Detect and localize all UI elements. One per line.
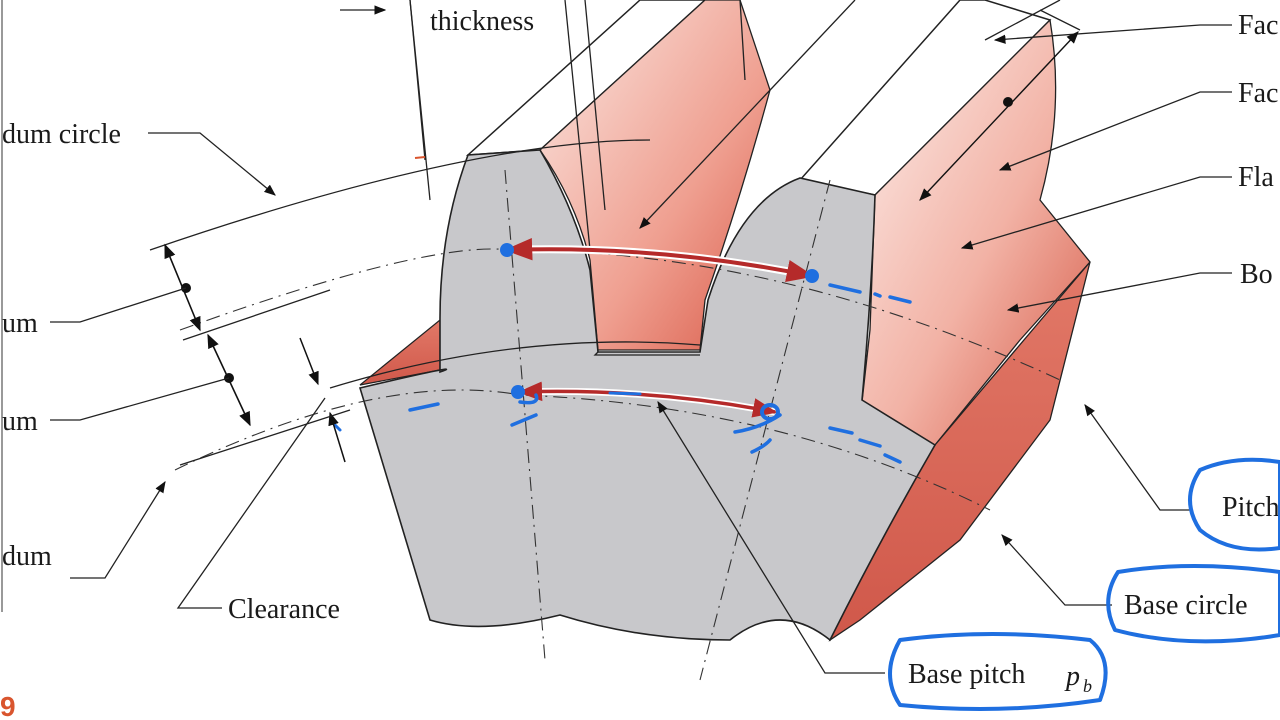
face-leader: [998, 91, 1232, 171]
pitch-point-left: [500, 243, 514, 257]
label-face-width: Fac: [1238, 10, 1278, 41]
label-dedendum: um: [2, 406, 38, 437]
label-pitch-circle: Pitch: [1222, 492, 1280, 523]
base-point-left: [511, 385, 525, 399]
page-number-fragment: 9: [0, 691, 16, 720]
label-dedendum-circle: dum: [2, 541, 52, 572]
label-base-pitch-subscript: b: [1083, 676, 1092, 696]
label-base-pitch: Base pitch: [908, 659, 1025, 690]
label-addendum-circle: dum circle: [2, 119, 121, 150]
label-base-pitch-symbol: p: [1064, 661, 1080, 692]
addendum-circle-leader: [148, 132, 276, 196]
circular-pitch-arrow: [504, 237, 815, 282]
dedendum-circle-leader: [70, 481, 166, 579]
base-circle-leader: [1001, 534, 1112, 606]
base-circle-highlight: [1106, 564, 1280, 644]
label-face: Fac: [1238, 78, 1278, 109]
label-bottom-land: Bo: [1240, 259, 1273, 290]
label-tooth-thickness: thickness: [430, 6, 534, 37]
label-flank: Fla: [1238, 162, 1274, 193]
base-pitch-arrow: [517, 381, 778, 418]
pitch-circle-leader: [1084, 404, 1192, 511]
dedendum-leader: [50, 377, 230, 421]
bottom-land-leader: [1006, 272, 1232, 313]
clearance-leader: [176, 397, 326, 609]
pitch-circle-highlight: [1188, 457, 1280, 552]
root-circle-arc: [329, 341, 701, 389]
pitch-point-right: [805, 269, 819, 283]
flank-leader: [960, 176, 1232, 250]
label-base-circle: Base circle: [1124, 590, 1248, 621]
label-addendum: um: [2, 308, 38, 339]
addendum-leader: [50, 287, 187, 323]
label-clearance: Clearance: [228, 594, 340, 625]
addendum-circle-arc: [149, 139, 651, 251]
base-pitch-highlight: [888, 632, 1108, 711]
base-pitch-leader: [657, 401, 885, 674]
